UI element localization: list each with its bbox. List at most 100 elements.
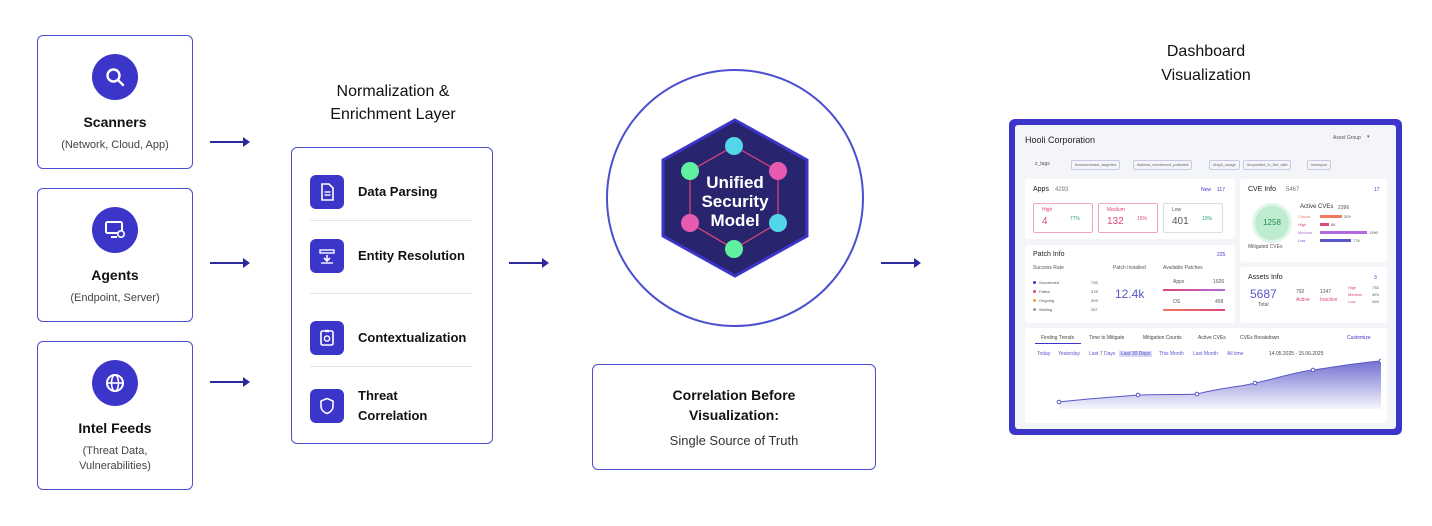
severity-name: Medium: [1107, 207, 1125, 213]
range-yesterday[interactable]: Yesterday: [1058, 351, 1081, 357]
cve-bar-value: 86: [1331, 222, 1336, 227]
intel-feeds-title: Intel Feeds: [78, 420, 152, 436]
tag-chip[interactable]: #high_usage: [1209, 160, 1240, 170]
globe-icon: [92, 360, 138, 406]
legend-label: Ongoing: [1039, 298, 1055, 303]
dashboard-title: Dashboard Visualization: [1116, 40, 1296, 88]
asset-level-value: 269: [1372, 299, 1379, 304]
mitigated-circle: 1258: [1252, 203, 1292, 243]
merge-icon: [310, 239, 344, 273]
range-all-time[interactable]: All time: [1227, 351, 1244, 357]
legend-label: Succeeded: [1039, 280, 1060, 285]
intel-feeds-card: Intel Feeds (Threat Data, Vulnerabilitie…: [37, 341, 193, 490]
severity-pct: 19%: [1202, 216, 1213, 222]
tab-time-to-mitigate[interactable]: Time to Mitigate: [1089, 335, 1125, 341]
tags-label: z_tags: [1035, 161, 1050, 167]
customize-button[interactable]: Customize: [1347, 335, 1371, 341]
agents-card: Agents (Endpoint, Server): [37, 188, 193, 322]
cve-label: CVE Info: [1248, 186, 1277, 193]
context-icon: [310, 321, 344, 355]
assets-total-label: Total: [1258, 302, 1269, 308]
tab-mitigation-counts[interactable]: Mitigation Counts: [1143, 335, 1182, 341]
tab-finding-trends[interactable]: Finding Trends: [1041, 335, 1075, 341]
available-apps-value: 1926: [1213, 279, 1225, 285]
asset-group-select[interactable]: Asset Group: [1333, 135, 1361, 141]
layer-label-data-parsing: Data Parsing: [358, 184, 438, 199]
cve-count: 5467: [1286, 187, 1300, 193]
date-range[interactable]: 14.05.2025 - 15.06.2025: [1269, 351, 1324, 357]
tag-chip[interactable]: #weapon: [1307, 160, 1332, 170]
arrow-agents-to-layer: [210, 258, 250, 268]
legend-value: 209: [1091, 298, 1098, 303]
asset-level-value: 735: [1372, 285, 1379, 290]
intel-feeds-subtitle-line-2: Vulnerabilities): [79, 460, 151, 472]
tag-chip[interactable]: #ransomware_targeted: [1071, 160, 1121, 170]
layer-label-threat-correlation: Threat Correlation: [358, 386, 427, 426]
correlation-subtitle: Single Source of Truth: [669, 433, 799, 448]
range-last-30-days[interactable]: Last 30 Days: [1119, 351, 1153, 357]
arrow-layer-to-model: [509, 258, 549, 268]
cve-bar-label: Low: [1298, 238, 1306, 243]
trend-area-chart: [1056, 358, 1381, 409]
range-last-7-days[interactable]: Last 7 Days: [1089, 351, 1116, 357]
severity-value: 132: [1107, 216, 1124, 227]
mitigated-label: Mitigated CVEs: [1248, 244, 1283, 250]
correlation-title-line-2: Visualization:: [689, 407, 779, 423]
search-icon: [92, 54, 138, 100]
apps-new-count: 117: [1217, 187, 1225, 193]
correlation-title-line-1: Correlation Before: [672, 387, 796, 403]
range-last-month[interactable]: Last Month: [1193, 351, 1218, 357]
layer-label-threat-correlation-line-1: Threat: [358, 388, 398, 403]
intel-feeds-subtitle-line-1: (Threat Data,: [82, 445, 148, 457]
severity-box-low: Low 401 19%: [1163, 203, 1223, 233]
available-patches-label: Available Patches: [1163, 265, 1203, 271]
cve-new-count: 17: [1374, 187, 1380, 193]
apps-count: 4293: [1055, 187, 1069, 193]
range-today[interactable]: Today: [1037, 351, 1051, 357]
layer-divider: [310, 366, 472, 367]
severity-box-medium: Medium 132 15%: [1098, 203, 1158, 233]
patch-installed-label: Patch Installed: [1113, 265, 1146, 271]
scanners-title: Scanners: [83, 114, 147, 130]
apps-progress: [1163, 289, 1225, 291]
layer-title-line-2: Enrichment Layer: [330, 106, 456, 123]
cve-bar: [1320, 231, 1367, 234]
layer-divider: [310, 293, 472, 294]
assets-inactive: 1247: [1320, 289, 1332, 295]
assets-card: Assets Info 3 5687 Total 792 Active 1247…: [1240, 267, 1387, 323]
dashboard-title-line-1: Dashboard: [1166, 43, 1246, 60]
layer-label-entity-resolution: Entity Resolution: [358, 248, 465, 263]
layer-item-threat-correlation: Threat Correlation: [310, 386, 427, 426]
monitor-settings-icon: [92, 207, 138, 253]
tag-chip[interactable]: #lateral_movement_potential: [1133, 160, 1193, 170]
active-cves-label: Active CVEs: [1300, 204, 1334, 210]
scanners-subtitle: (Network, Cloud, App): [61, 139, 169, 151]
cve-card: CVE Info 5467 17 1258 Mitigated CVEs Act…: [1240, 179, 1387, 262]
scanners-card: Scanners (Network, Cloud, App): [37, 35, 193, 169]
assets-label: Assets Info: [1248, 274, 1283, 281]
cve-bar-label: Critical: [1298, 214, 1311, 219]
asset-level-label: Low: [1348, 299, 1356, 304]
document-icon: [310, 175, 344, 209]
legend-value: 378: [1091, 289, 1098, 294]
chevron-down-icon: ▾: [1367, 134, 1370, 140]
severity-pct: 15%: [1137, 216, 1148, 222]
patch-installed-value: 12.4k: [1115, 287, 1145, 301]
range-this-month[interactable]: This Month: [1159, 351, 1184, 357]
severity-pct: 77%: [1070, 216, 1081, 222]
tab-active-cves[interactable]: Active CVEs: [1198, 335, 1226, 341]
tag-chip[interactable]: #exploited_in_the_wild: [1243, 160, 1292, 170]
agents-title: Agents: [91, 267, 139, 283]
severity-box-high: High 4 77%: [1033, 203, 1093, 233]
severity-name: Low: [1172, 207, 1182, 213]
assets-inactive-label: Inactive: [1320, 297, 1338, 303]
shield-icon: [310, 389, 344, 423]
apps-label: Apps: [1033, 186, 1049, 193]
layer-label-threat-correlation-line-2: Correlation: [358, 408, 428, 423]
mitigated-value: 1258: [1263, 218, 1281, 227]
cve-bar: [1320, 215, 1342, 218]
tab-cves-breakdown[interactable]: CVEs Breakdown: [1240, 335, 1280, 341]
cve-bar: [1320, 223, 1329, 226]
severity-value: 4: [1042, 216, 1048, 227]
